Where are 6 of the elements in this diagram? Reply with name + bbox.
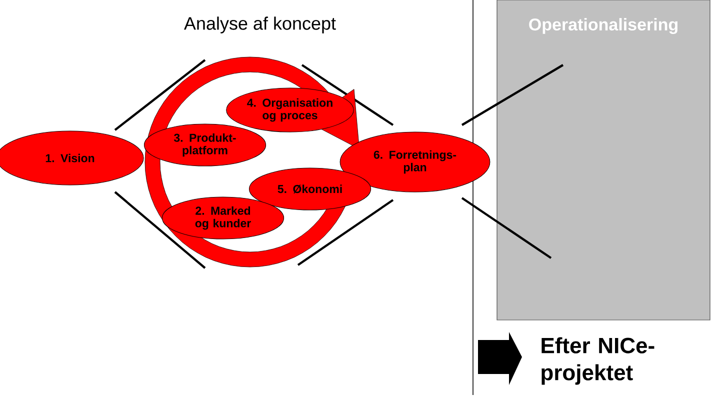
ellipse-node: 5. Økonomi (248, 168, 372, 210)
ellipse-node: 2. Marked og kunder (162, 196, 284, 240)
ellipse-node: 3. Produkt-platform (144, 124, 266, 166)
title-text: Analyse af koncept (184, 16, 336, 34)
panel: Operationalisering (496, 0, 710, 320)
ellipse-node: 4. Organisation og proces (226, 88, 354, 132)
